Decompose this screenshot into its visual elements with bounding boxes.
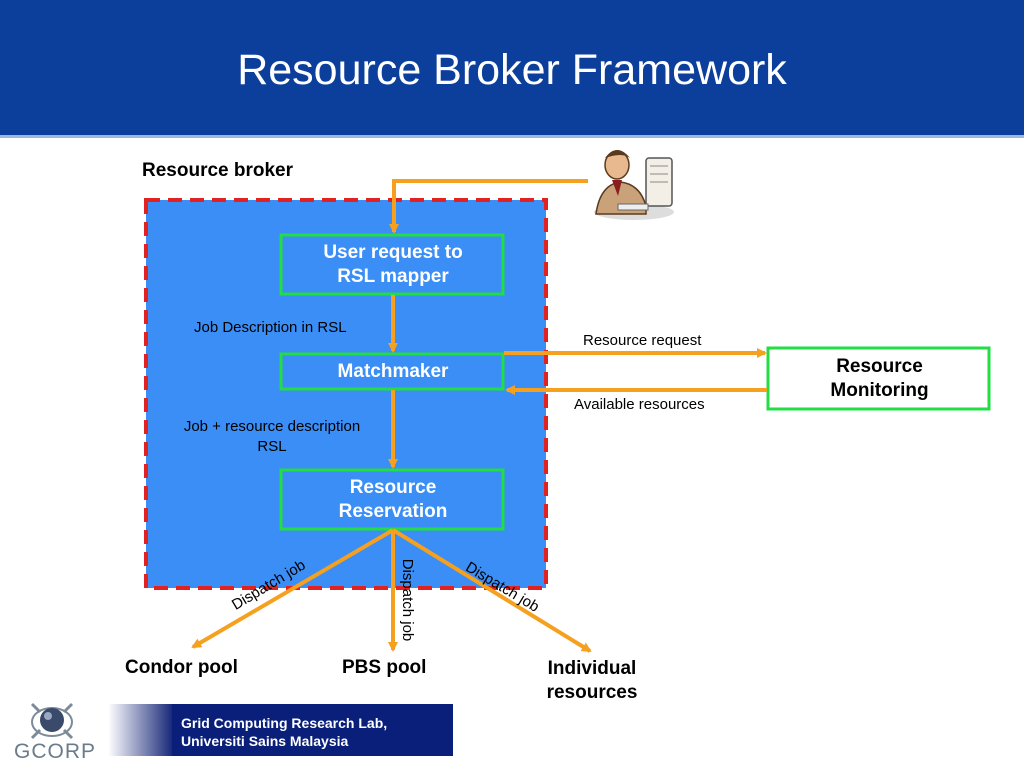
- dispatch-individual-arrow: [391, 528, 592, 653]
- matchmaker-text: Matchmaker: [337, 361, 449, 382]
- job-description-label: Job Description in RSL: [194, 319, 347, 336]
- monitoring-line1: Resource: [836, 356, 923, 377]
- monitoring-line2: Monitoring: [830, 380, 929, 401]
- user-to-mapper-arrow: [389, 179, 588, 234]
- title-divider: [0, 135, 1024, 138]
- reservation-text: Resource Reservation: [281, 476, 505, 524]
- job-resource-line1: Job + resource description: [183, 418, 361, 435]
- user-request-text: User request to RSL mapper: [281, 241, 505, 289]
- available-resources-label: Available resources: [574, 396, 705, 413]
- footer-gradient: [108, 704, 172, 756]
- dispatch-condor-arrow: [191, 528, 395, 649]
- matchmaker-box: [279, 352, 505, 391]
- condor-pool-label: Condor pool: [125, 657, 238, 678]
- individual-line1: Individual: [547, 658, 637, 679]
- individual-resources-label: Individual resources: [520, 657, 664, 705]
- resource-broker-label: Resource broker: [142, 160, 294, 181]
- user-request-line2: RSL mapper: [337, 266, 449, 287]
- monitoring-text: Resource Monitoring: [768, 355, 991, 403]
- user-request-line1: User request to: [323, 242, 463, 263]
- slide-title: Resource Broker Framework: [237, 46, 787, 94]
- pbs-pool-label: PBS pool: [342, 657, 427, 678]
- resource-monitoring-box: [766, 346, 991, 411]
- gcorp-logo-icon: [30, 702, 74, 740]
- footer-lab-name: Grid Computing Research Lab, Universiti …: [181, 715, 388, 749]
- reservation-line2: Reservation: [338, 501, 448, 522]
- job-resource-line2: RSL: [257, 438, 287, 455]
- title-bar: Resource Broker Framework: [0, 0, 1024, 135]
- user-at-computer-icon: [594, 150, 674, 220]
- individual-line2: resources: [546, 682, 638, 703]
- footer-bar: [172, 704, 453, 756]
- reservation-line1: Resource: [349, 477, 437, 498]
- gcorp-logo-text: GCORP: [14, 740, 97, 763]
- job-resource-label: Job + resource description RSL: [150, 417, 394, 457]
- user-request-box: [279, 233, 505, 296]
- resource-request-label: Resource request: [583, 332, 702, 349]
- dispatch-mid-label: Dispatch job: [399, 559, 416, 642]
